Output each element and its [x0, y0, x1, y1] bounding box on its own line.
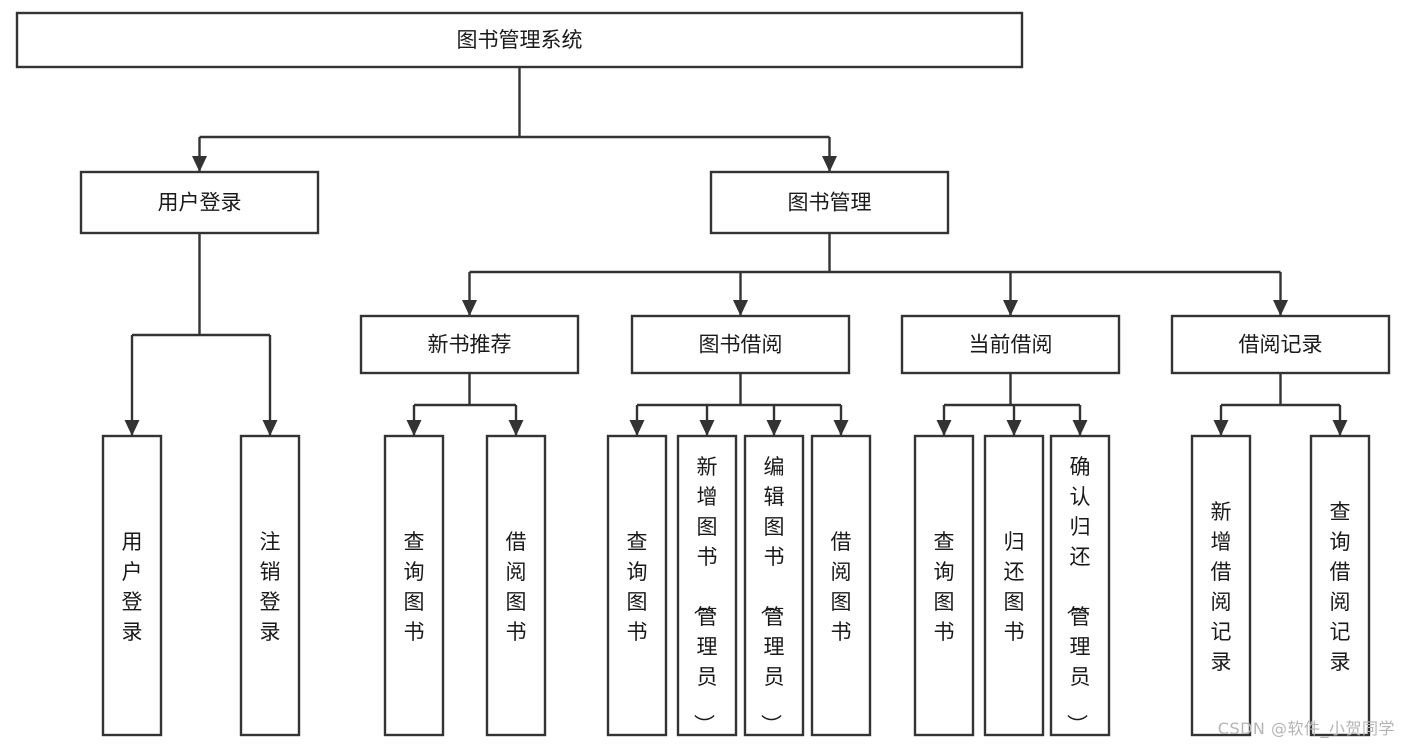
arrow-head-icon — [936, 420, 952, 436]
node-level2-1[interactable]: 图书管理 — [709, 170, 950, 235]
node-box[interactable] — [630, 314, 851, 375]
node-box[interactable] — [709, 170, 950, 235]
node-box[interactable] — [743, 434, 805, 737]
arrow-head-icon — [406, 420, 422, 436]
node-box[interactable] — [101, 434, 163, 737]
arrow-head-icon — [124, 420, 140, 436]
arrow-head-icon — [1072, 420, 1088, 436]
node-label: 借阅图书 — [506, 530, 527, 644]
node-box[interactable] — [983, 434, 1045, 737]
node-box[interactable] — [485, 434, 547, 737]
node-box[interactable] — [1049, 434, 1111, 737]
node-label: 编辑图书（管理员） — [759, 455, 785, 735]
arrow-head-icon — [733, 300, 748, 316]
node-label: 归还图书 — [1004, 530, 1025, 644]
node-label: 图书管理 — [788, 191, 872, 215]
arrow-head-icon — [1332, 420, 1348, 436]
arrow-head-icon — [1273, 300, 1288, 316]
node-label: 查询图书 — [934, 530, 955, 644]
node-box[interactable] — [606, 434, 668, 737]
node-leaf-12[interactable]: 查询借阅记录 — [1309, 434, 1371, 737]
node-box[interactable] — [239, 434, 301, 737]
node-box[interactable] — [1309, 434, 1371, 737]
arrow-head-icon — [833, 420, 849, 436]
node-box[interactable] — [810, 434, 872, 737]
node-leaf-6[interactable]: 编辑图书（管理员） — [743, 434, 805, 737]
node-box[interactable] — [1190, 434, 1252, 737]
node-box[interactable] — [383, 434, 445, 737]
node-leaf-5[interactable]: 新增图书（管理员） — [676, 434, 738, 737]
arrow-head-icon — [462, 300, 477, 316]
node-box[interactable] — [676, 434, 738, 737]
arrow-head-icon — [766, 420, 782, 436]
arrow-head-icon — [1003, 300, 1018, 316]
node-label: 图书借阅 — [699, 333, 783, 357]
node-leaf-2[interactable]: 查询图书 — [383, 434, 445, 737]
node-level3-0[interactable]: 新书推荐 — [359, 314, 580, 375]
arrow-head-icon — [1213, 420, 1229, 436]
node-leaf-9[interactable]: 归还图书 — [983, 434, 1045, 737]
node-box[interactable] — [15, 11, 1024, 69]
node-label: 借阅图书 — [831, 530, 852, 644]
node-box[interactable] — [79, 170, 320, 235]
arrow-head-icon — [822, 156, 837, 172]
node-label: 查询图书 — [404, 530, 425, 644]
node-label: 当前借阅 — [969, 333, 1053, 357]
node-label: 新书推荐 — [428, 333, 512, 357]
node-label: 图书管理系统 — [457, 28, 583, 52]
node-level3-2[interactable]: 当前借阅 — [900, 314, 1121, 375]
node-box[interactable] — [1170, 314, 1391, 375]
arrow-head-icon — [629, 420, 645, 436]
node-leaf-0[interactable]: 用户登录 — [101, 434, 163, 737]
node-label: 确认归还（管理员） — [1065, 455, 1091, 735]
node-leaf-4[interactable]: 查询图书 — [606, 434, 668, 737]
node-label: 新增图书（管理员） — [692, 455, 718, 735]
node-leaf-8[interactable]: 查询图书 — [913, 434, 975, 737]
node-label: 借阅记录 — [1239, 333, 1323, 357]
arrow-head-icon — [262, 420, 278, 436]
node-label: 查询图书 — [627, 530, 648, 644]
node-label: 用户登录 — [158, 191, 242, 215]
node-box[interactable] — [913, 434, 975, 737]
node-level3-1[interactable]: 图书借阅 — [630, 314, 851, 375]
node-box[interactable] — [359, 314, 580, 375]
arrow-head-icon — [192, 156, 207, 172]
node-leaf-1[interactable]: 注销登录 — [239, 434, 301, 737]
node-root-0[interactable]: 图书管理系统 — [15, 11, 1024, 69]
node-layer: 图书管理系统用户登录图书管理新书推荐图书借阅当前借阅借阅记录用户登录注销登录查询… — [15, 11, 1391, 737]
node-label: 注销登录 — [260, 530, 281, 644]
arrow-head-icon — [1006, 420, 1022, 436]
node-leaf-3[interactable]: 借阅图书 — [485, 434, 547, 737]
node-label: 查询借阅记录 — [1330, 500, 1351, 674]
node-leaf-11[interactable]: 新增借阅记录 — [1190, 434, 1252, 737]
node-leaf-10[interactable]: 确认归还（管理员） — [1049, 434, 1111, 737]
node-label: 新增借阅记录 — [1211, 500, 1232, 674]
node-level2-0[interactable]: 用户登录 — [79, 170, 320, 235]
connector-layer — [124, 67, 1348, 436]
arrow-head-icon — [699, 420, 715, 436]
node-box[interactable] — [900, 314, 1121, 375]
node-leaf-7[interactable]: 借阅图书 — [810, 434, 872, 737]
arrow-head-icon — [508, 420, 524, 436]
node-label: 用户登录 — [122, 530, 143, 644]
node-level3-3[interactable]: 借阅记录 — [1170, 314, 1391, 375]
